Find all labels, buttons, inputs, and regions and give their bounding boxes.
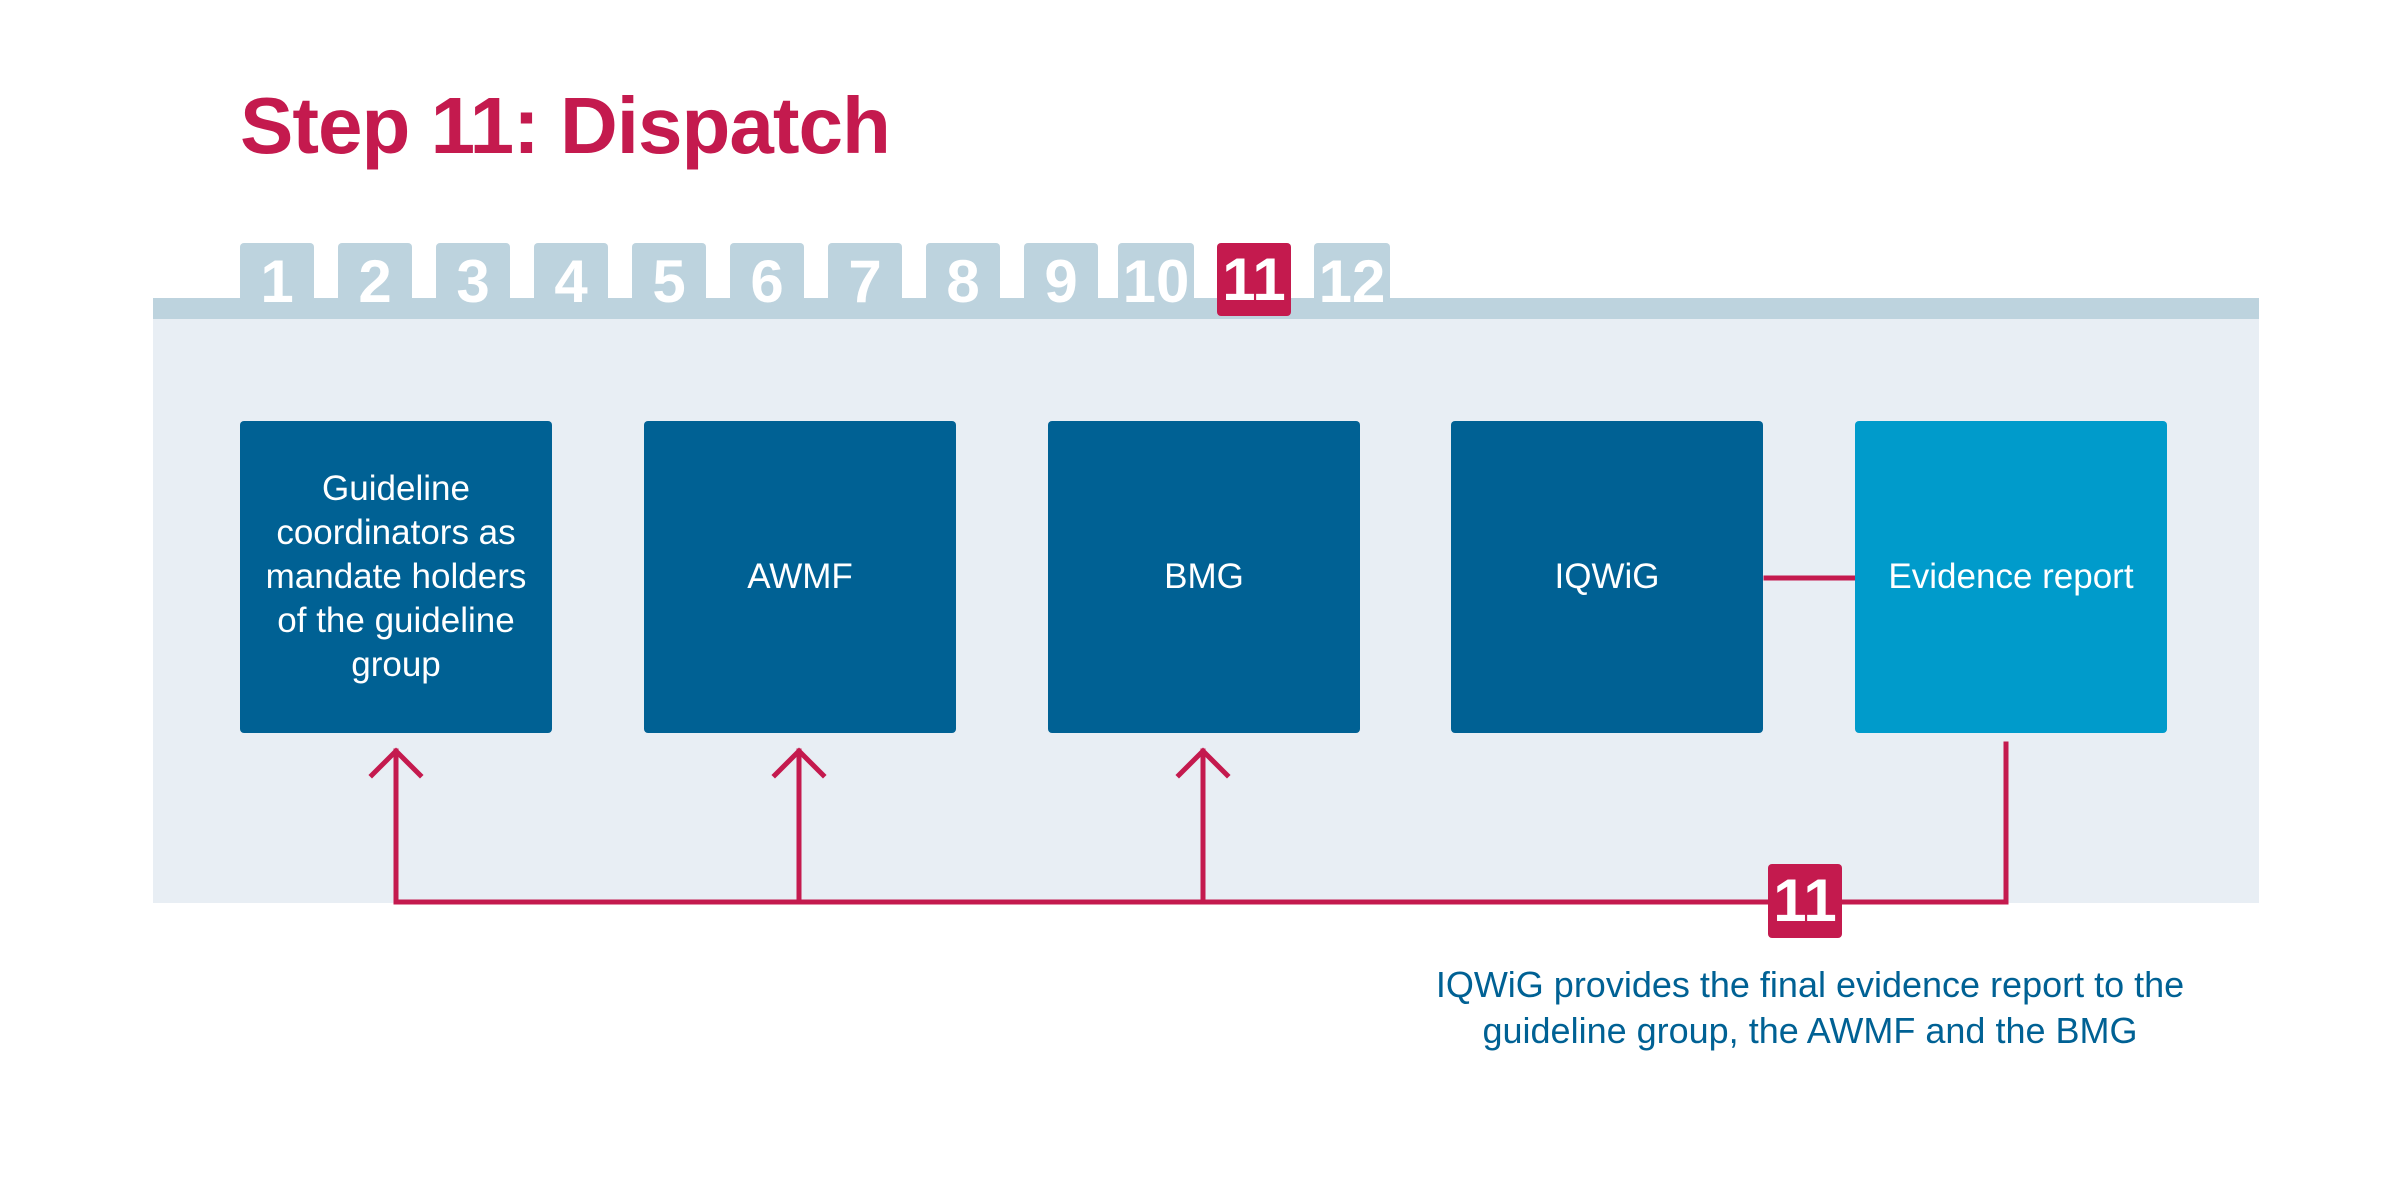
step-tab-4: 4 bbox=[534, 243, 608, 318]
step-tab-9: 9 bbox=[1024, 243, 1098, 318]
step-tab-5: 5 bbox=[632, 243, 706, 318]
box-awmf: AWMF bbox=[644, 421, 956, 733]
box-iqwig: IQWiG bbox=[1451, 421, 1763, 733]
step-tab-8: 8 bbox=[926, 243, 1000, 318]
step-tab-12: 12 bbox=[1314, 243, 1390, 318]
box-guideline-coordinators: Guideline coordinators as mandate holder… bbox=[240, 421, 552, 733]
page-title: Step 11: Dispatch bbox=[240, 81, 891, 170]
step-badge: 11 bbox=[1768, 864, 1842, 938]
step-tab-6: 6 bbox=[730, 243, 804, 318]
step-tab-11-active: 11 bbox=[1217, 243, 1291, 316]
arrowhead-bmg bbox=[1175, 747, 1231, 779]
box-bmg: BMG bbox=[1048, 421, 1360, 733]
arrowhead-guideline bbox=[368, 747, 424, 779]
step-tab-10: 10 bbox=[1118, 243, 1194, 318]
box-evidence-report: Evidence report bbox=[1855, 421, 2167, 733]
step-tab-3: 3 bbox=[436, 243, 510, 318]
step-tab-7: 7 bbox=[828, 243, 902, 318]
step-tab-1: 1 bbox=[240, 243, 314, 318]
arrowhead-awmf bbox=[771, 747, 827, 779]
step-caption: IQWiG provides the final evidence report… bbox=[1435, 964, 2185, 1051]
step-tab-2: 2 bbox=[338, 243, 412, 318]
